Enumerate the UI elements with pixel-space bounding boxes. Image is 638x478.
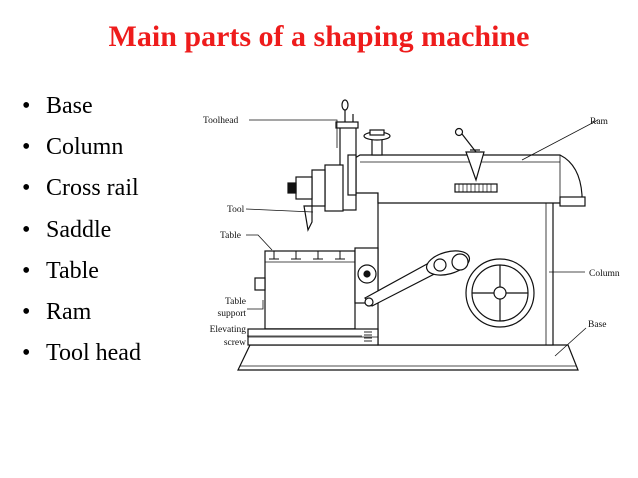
machine-column xyxy=(377,192,554,346)
tool-head xyxy=(287,99,391,232)
label-table-support: Table xyxy=(225,297,246,307)
bullet-glyph: • xyxy=(22,93,31,119)
label-base: Base xyxy=(588,320,606,330)
machine-ram xyxy=(354,154,586,207)
list-item: • Base xyxy=(22,86,141,127)
list-item-label: Cross rail xyxy=(46,175,139,202)
table-support xyxy=(247,328,379,346)
part-labels: Toolhead Ram Tool Table Column Table sup… xyxy=(203,116,620,348)
list-item-label: Tool head xyxy=(46,340,141,367)
label-elevating-screw: screw xyxy=(224,338,246,348)
bullet-glyph: • xyxy=(22,216,31,243)
machine-base xyxy=(237,344,579,371)
bullet-glyph: • xyxy=(22,134,31,161)
bullet-glyph: • xyxy=(22,257,31,284)
label-column: Column xyxy=(589,269,620,279)
list-item-label: Table xyxy=(46,257,99,284)
list-item-label: Saddle xyxy=(46,216,112,243)
leader-lines xyxy=(245,119,599,357)
label-table: Table xyxy=(220,231,241,241)
machine-table xyxy=(254,250,356,330)
ram-adjuster xyxy=(454,127,498,193)
list-item: • Tool head xyxy=(22,333,141,374)
list-item: • Column xyxy=(22,127,141,168)
list-item: • Table xyxy=(22,251,141,292)
list-item: • Saddle xyxy=(22,210,141,251)
bullet-glyph: • xyxy=(22,298,31,325)
label-tool: Tool xyxy=(227,205,245,215)
list-item: • Ram xyxy=(22,292,141,333)
list-item-label: Column xyxy=(46,134,124,161)
label-table-support: support xyxy=(218,309,247,319)
crank-mechanism xyxy=(364,250,471,307)
label-elevating-screw: Elevating xyxy=(210,325,247,335)
shaping-machine-diagram: Toolhead Ram Tool Table Column Table sup… xyxy=(203,99,620,371)
slide-title: Main parts of a shaping machine xyxy=(108,20,530,53)
list-item-label: Ram xyxy=(46,298,92,325)
label-ram: Ram xyxy=(590,117,609,127)
bullet-glyph: • xyxy=(22,340,31,367)
list-item: • Cross rail xyxy=(22,168,141,209)
flywheel xyxy=(465,258,535,328)
list-item-label: Base xyxy=(46,93,93,119)
label-toolhead: Toolhead xyxy=(203,116,238,126)
bullet-glyph: • xyxy=(22,175,31,202)
parts-list: • Base • Column • Cross rail • Saddle • Table… xyxy=(22,86,141,374)
